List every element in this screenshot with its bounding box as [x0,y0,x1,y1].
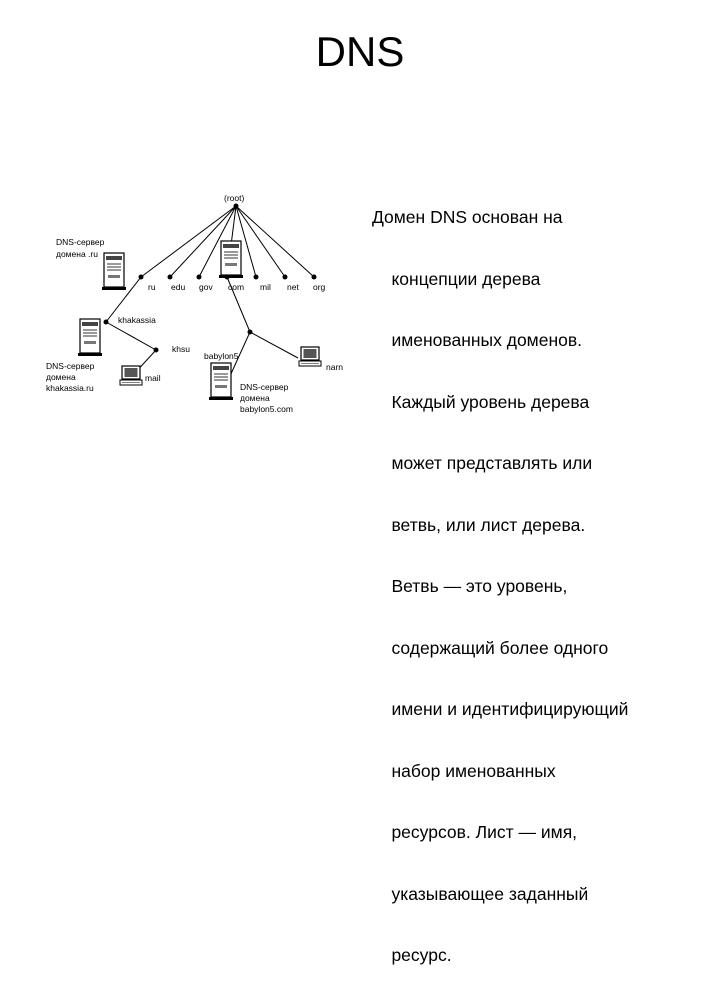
tld-label-ru: ru [148,282,156,292]
babylon5-server-label-line2: домена [240,393,270,403]
root-label: (root) [224,193,244,203]
mail-computer-icon [119,365,143,386]
body-line: указывающее заданный [372,883,589,904]
body-line: ресурсов. Лист — имя, [372,822,578,842]
dns-tree-diagram: (root) ru edu gov com mil net org DNS-се… [46,193,343,414]
tld-label-edu: edu [171,282,185,292]
body-line: набор именованных [372,760,556,781]
ru-server-label-line2: домена .ru [56,249,98,259]
ru-server-icon [101,252,127,291]
body-line: Домен DNS основан на [372,207,563,227]
khakassia-server-label-line2: домена [46,372,76,382]
body-line: Каждый уровень дерева [372,391,590,412]
tree-edges [105,205,315,377]
body-line: ветвь, или лист дерева. [372,514,586,535]
khsu-label: khsu [172,344,190,354]
ru-server-label-line1: DNS-сервер [56,237,105,247]
babylon5-server-label-line3: babylon5.com [240,404,293,414]
khakassia-server-label-line3: khakassia.ru [46,383,94,393]
slide-title: DNS [315,28,405,75]
khakassia-server-icon [77,318,103,357]
khakassia-label: khakassia [118,315,156,325]
tld-label-com: com [228,282,244,292]
babylon5-label: babylon5 [204,351,239,361]
body-line: может представлять или [372,453,593,473]
body-line: содержащий более одного [372,637,609,658]
tld-label-org: org [313,282,326,292]
com-server-icon [218,240,244,279]
tld-label-net: net [287,282,299,292]
babylon5-server-label-line1: DNS-сервер [240,382,289,392]
body-line: Ветвь — это уровень, [372,576,568,596]
narn-computer-icon [298,346,322,367]
mail-label: mail [145,373,161,383]
body-line: концепции дерева [372,268,541,289]
babylon5-server-icon [208,362,234,401]
tld-label-mil: mil [260,282,271,292]
narn-label: narn [326,362,343,372]
body-line: имени и идентифицирующий [372,699,629,719]
khakassia-server-label-line1: DNS-сервер [46,361,95,371]
body-line: именованных доменов. [372,330,582,350]
tld-label-gov: gov [199,282,213,292]
body-line: ресурс. [372,945,452,965]
